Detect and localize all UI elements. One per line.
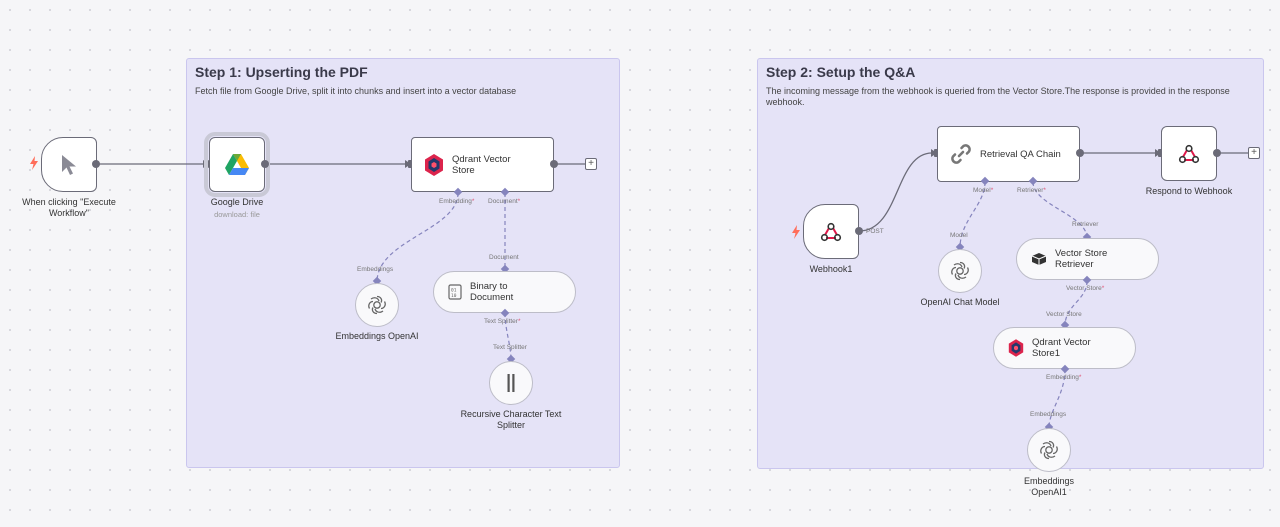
bolt-icon bbox=[30, 156, 38, 170]
embeddings-openai-node[interactable] bbox=[355, 283, 399, 327]
model-port-label: Model* bbox=[973, 187, 994, 194]
input-port[interactable] bbox=[408, 160, 412, 168]
respond-to-webhook-node[interactable] bbox=[1161, 126, 1217, 181]
qdrant-icon bbox=[1008, 339, 1024, 357]
openai-icon bbox=[951, 261, 969, 281]
retrieval-qa-chain-label: Retrieval QA Chain bbox=[980, 148, 1061, 160]
svg-text:01: 01 bbox=[451, 288, 457, 294]
embedding-port-label: Embedding* bbox=[439, 198, 475, 205]
output-port[interactable] bbox=[855, 227, 863, 235]
cursor-icon bbox=[62, 154, 76, 175]
qdrant-vector-store1-label: Qdrant Vector Store1 bbox=[1032, 337, 1091, 359]
manual-trigger-node[interactable] bbox=[41, 137, 97, 192]
embeddings-openai1-label: Embeddings OpenAI1 bbox=[1023, 476, 1075, 497]
google-drive-subtitle: download: file bbox=[214, 210, 260, 219]
splitter-icon bbox=[507, 374, 515, 392]
qdrant-vector-store1-node[interactable]: Qdrant Vector Store1 bbox=[993, 327, 1136, 369]
add-node-button[interactable]: + bbox=[585, 158, 597, 170]
manual-trigger-label: When clicking "Execute Workflow" bbox=[22, 197, 116, 218]
output-port[interactable] bbox=[1076, 149, 1084, 157]
retriever-port-label: Retriever* bbox=[1017, 187, 1046, 194]
embeddings-openai1-node[interactable] bbox=[1027, 428, 1071, 472]
add-node-button[interactable]: + bbox=[1248, 147, 1260, 159]
document-input-label: Document bbox=[489, 254, 519, 261]
sticky-step2-title: Step 2: Setup the Q&A bbox=[766, 64, 916, 80]
chain-link-icon bbox=[951, 144, 971, 164]
text-splitter-port-label: Text Splitter* bbox=[484, 318, 521, 325]
svg-text:10: 10 bbox=[451, 293, 457, 299]
webhook-icon bbox=[820, 222, 842, 241]
google-drive-label: Google Drive bbox=[210, 197, 264, 207]
webhook1-label: Webhook1 bbox=[809, 264, 853, 274]
webhook-icon bbox=[1178, 144, 1200, 163]
input-port[interactable] bbox=[934, 149, 938, 157]
binary-to-document-node[interactable]: 01 10 Binary to Document bbox=[433, 271, 576, 313]
output-port[interactable] bbox=[550, 160, 558, 168]
embeddings-port-label: Embeddings bbox=[357, 266, 394, 273]
sticky-step1[interactable]: Step 1: Upserting the PDF Fetch file fro… bbox=[186, 58, 620, 468]
qdrant-vector-store-node[interactable]: Qdrant Vector Store bbox=[411, 137, 554, 192]
sticky-step2-description: The incoming message from the webhook is… bbox=[766, 86, 1230, 107]
output-port[interactable] bbox=[261, 160, 269, 168]
bolt-icon bbox=[792, 225, 800, 239]
sticky-step1-description: Fetch file from Google Drive, split it i… bbox=[195, 86, 517, 96]
document-port-label: Document* bbox=[488, 198, 521, 205]
webhook1-port-label: POST bbox=[866, 228, 884, 235]
binary-to-document-label: Binary to Document bbox=[470, 281, 514, 303]
embeddings-openai-label: Embeddings OpenAI bbox=[335, 331, 419, 341]
google-drive-icon bbox=[225, 154, 249, 175]
qdrant-icon bbox=[425, 153, 443, 176]
openai-chat-model-label: OpenAI Chat Model bbox=[920, 297, 1000, 307]
text-splitter-node[interactable] bbox=[489, 361, 533, 405]
vector-store-icon bbox=[1031, 253, 1047, 265]
output-port[interactable] bbox=[1213, 149, 1221, 157]
openai-chat-model-node[interactable] bbox=[938, 249, 982, 293]
embedding-port-label: Embedding* bbox=[1046, 374, 1082, 381]
openai-icon bbox=[368, 295, 386, 315]
retrieval-qa-chain-node[interactable]: Retrieval QA Chain bbox=[937, 126, 1080, 182]
text-splitter-output-label: Text Splitter bbox=[493, 344, 527, 351]
sticky-step1-title: Step 1: Upserting the PDF bbox=[195, 64, 368, 80]
respond-to-webhook-label: Respond to Webhook bbox=[1145, 186, 1233, 196]
google-drive-node[interactable] bbox=[204, 132, 270, 197]
vector-store-output-label: Vector Store bbox=[1046, 311, 1082, 318]
model-output-label: Model bbox=[950, 232, 968, 239]
retriever-output-label: Retriever bbox=[1072, 221, 1099, 228]
qdrant-vector-store-label: Qdrant Vector Store bbox=[452, 153, 511, 176]
input-port[interactable] bbox=[205, 160, 209, 168]
embeddings-output-label: Embeddings bbox=[1030, 411, 1067, 418]
vector-store-retriever-label: Vector Store Retriever bbox=[1055, 248, 1108, 270]
openai-icon bbox=[1040, 440, 1058, 460]
output-port[interactable] bbox=[92, 160, 100, 168]
text-splitter-label: Recursive Character Text Splitter bbox=[460, 409, 562, 430]
binary-document-icon: 01 10 bbox=[448, 284, 462, 300]
webhook1-node[interactable] bbox=[803, 204, 859, 259]
vector-store-port-label: Vector Store* bbox=[1066, 285, 1105, 292]
input-port[interactable] bbox=[1158, 149, 1162, 157]
vector-store-retriever-node[interactable]: Vector Store Retriever bbox=[1016, 238, 1159, 280]
